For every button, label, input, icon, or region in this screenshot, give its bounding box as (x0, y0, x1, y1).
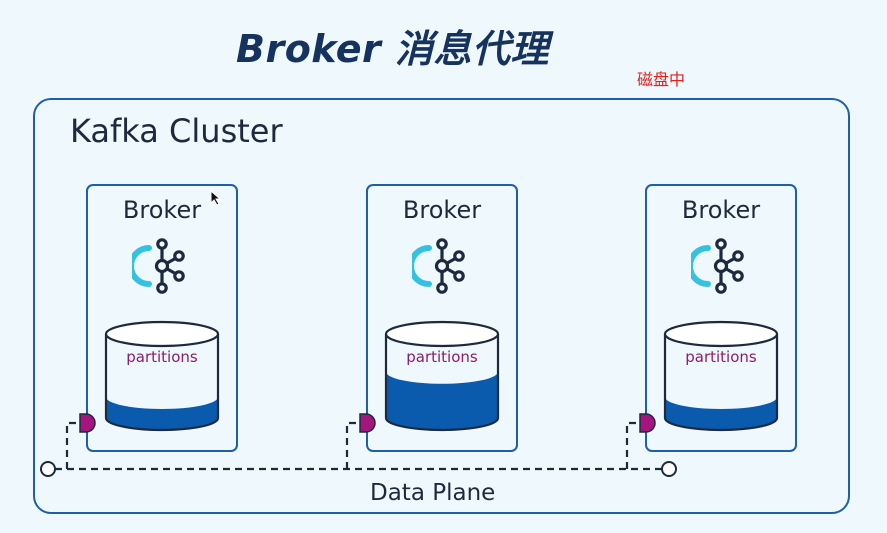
kafka-logo-icon (691, 238, 744, 294)
kafka-logo-icon (412, 238, 465, 294)
partitions-label-3: partitions (685, 348, 757, 366)
broker-link-3 (625, 421, 640, 469)
endpoint-right-icon (661, 461, 677, 477)
cluster-label: Kafka Cluster (70, 112, 283, 150)
broker-link-2 (345, 421, 360, 469)
port-icon (79, 413, 96, 433)
kafka-logo-icon (132, 238, 185, 294)
port-icon (639, 413, 656, 433)
partition-disk-2 (384, 320, 500, 432)
endpoint-left-icon (40, 461, 56, 477)
broker-box-2 (366, 184, 518, 452)
partitions-label-1: partitions (126, 348, 198, 366)
broker-box-1 (86, 184, 238, 452)
port-icon (359, 413, 376, 433)
broker-label-3: Broker (681, 196, 761, 224)
annotation-note: 磁盘中 (637, 70, 686, 89)
mouse-cursor-icon (210, 190, 222, 206)
data-plane-label: Data Plane (370, 480, 496, 506)
partition-disk-3 (663, 320, 779, 432)
page-title: Broker 消息代理 (236, 27, 549, 71)
broker-label-1: Broker (122, 196, 202, 224)
broker-label-2: Broker (402, 196, 482, 224)
partition-disk-1 (104, 320, 220, 432)
kafka-cluster-box (33, 98, 850, 514)
broker-box-3 (645, 184, 797, 452)
partitions-label-2: partitions (406, 348, 478, 366)
broker-link-1 (65, 421, 80, 469)
